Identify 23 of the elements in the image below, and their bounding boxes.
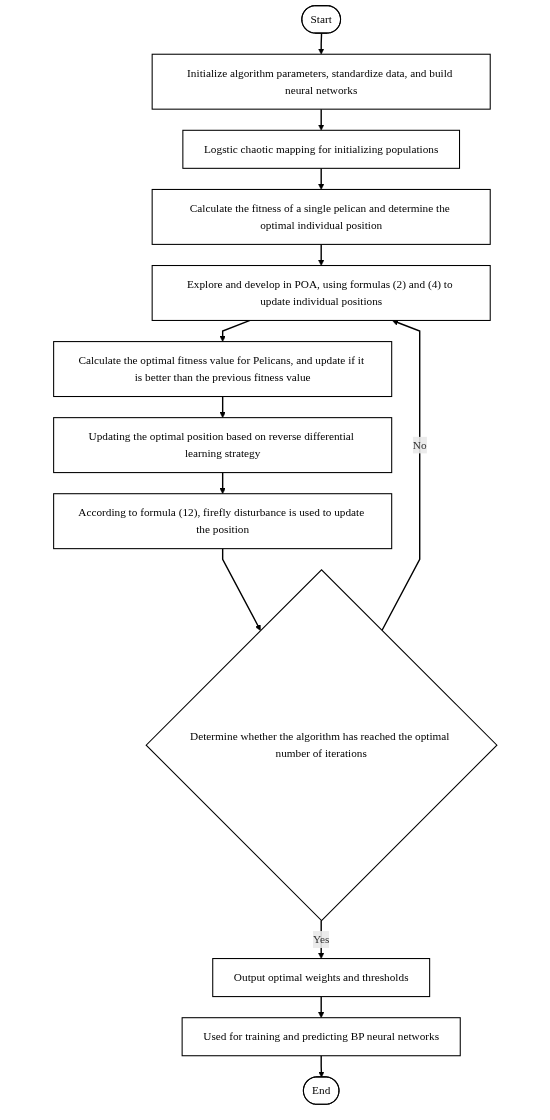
node-box: Initialize algorithm parameters, standardize data, and build neural networks (151, 53, 491, 110)
arrow (221, 547, 261, 631)
edge-label: No (412, 438, 427, 451)
arrow (219, 319, 251, 342)
node-box: Logstic chaotic mapping for initializing populations (182, 129, 460, 169)
arrow (317, 32, 324, 55)
arrow (380, 319, 421, 632)
arrow (219, 471, 226, 494)
edge-label: Yes (312, 933, 330, 946)
arrow (317, 108, 324, 131)
arrow (219, 395, 226, 418)
arrow (318, 1055, 325, 1078)
arrow (317, 167, 324, 190)
arrow (317, 243, 324, 266)
node-box: Calculate the optimal fitness value for Pelicans, and update if it is better than the previous fitness value (52, 341, 392, 398)
node-box: Calculate the fitness of a single pelican and determine the optimal individual position (151, 188, 491, 245)
arrow (317, 995, 324, 1018)
node-diamond: Determine whether the algorithm has reached the optimal number of iterations (145, 569, 498, 922)
node-box: Output optimal weights and thresholds (211, 958, 430, 998)
node-box: Explore and develop in POA, using formulas (2) and (4) to update individual positions (151, 265, 491, 321)
node-box: Used for training and predicting BP neural networks (181, 1017, 461, 1057)
node-box: According to formula (12), firefly disturbance is used to update the position (52, 493, 392, 550)
node-box: Updating the optimal position based on reverse differential learning strategy (52, 417, 392, 474)
